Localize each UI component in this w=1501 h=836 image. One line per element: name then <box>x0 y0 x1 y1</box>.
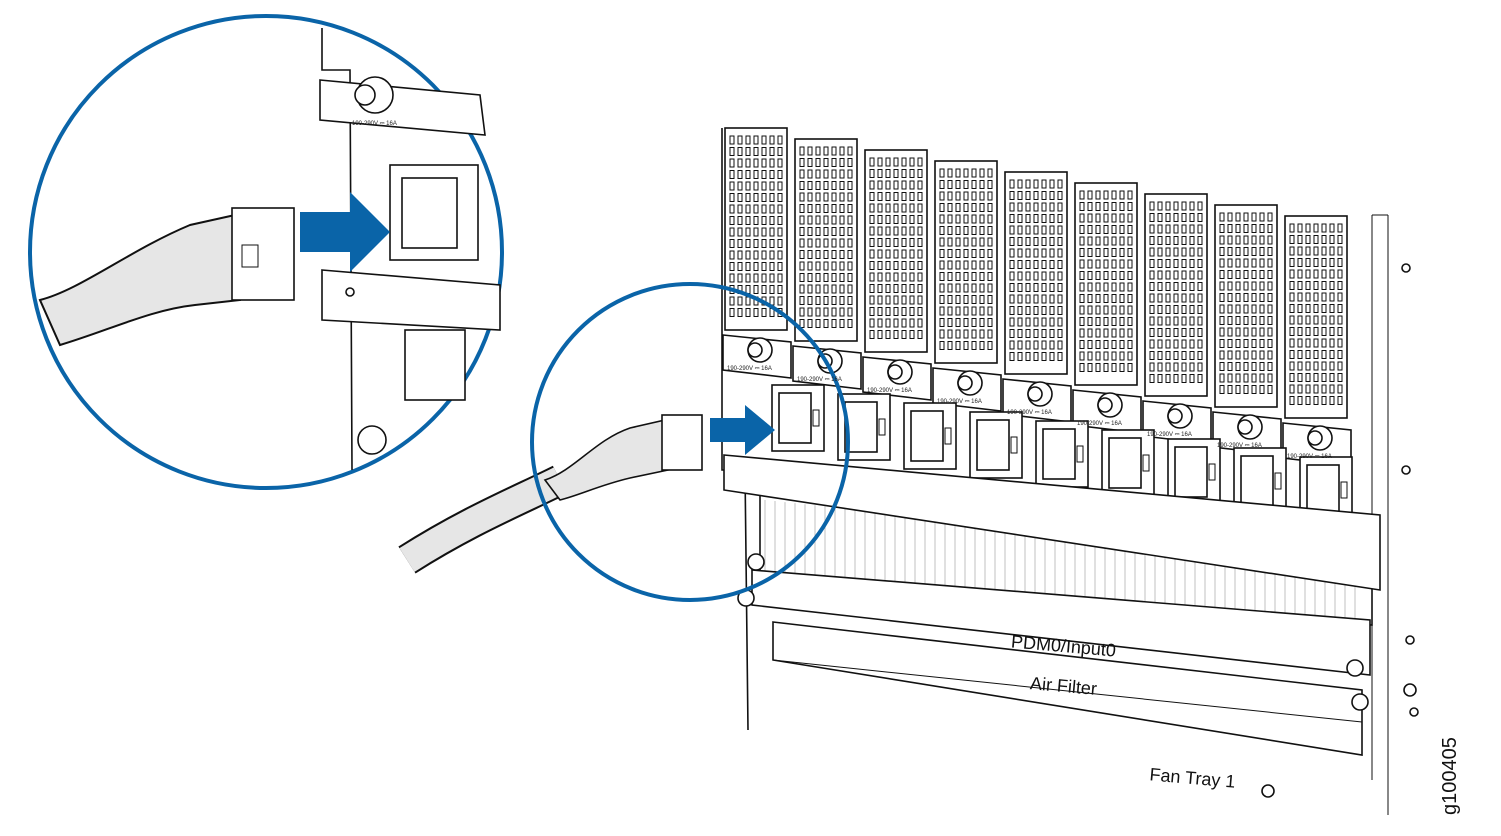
screw-icon <box>1403 683 1417 697</box>
psu-rating-label: 190-290V ⎓ 16A <box>1007 410 1052 416</box>
power-inlet-row <box>771 384 1353 524</box>
power-inlet <box>903 402 957 470</box>
bracket <box>321 269 501 331</box>
power-inlet <box>1167 438 1221 506</box>
psu-rating-label: 190-290V ⎓ 16A <box>352 121 397 127</box>
detail-callout-small <box>530 282 850 602</box>
captive-screw-icon <box>1346 659 1364 677</box>
power-supply <box>792 138 862 390</box>
psu-rating-label: 190-290V ⎓ 16A <box>727 366 772 372</box>
label-panel <box>772 621 1363 756</box>
insert-arrow-icon <box>300 192 390 272</box>
plug-icon <box>543 419 669 501</box>
captive-screw-icon <box>1351 693 1369 711</box>
power-supply <box>1142 193 1212 445</box>
screw-icon <box>1401 263 1411 273</box>
detail-callout-large: 190-290V ⎓ 16A <box>28 14 504 490</box>
psu-rating-label: 190-290V ⎓ 16A <box>797 377 842 383</box>
screw-icon <box>1405 635 1415 645</box>
figure-id: g100405 <box>1439 737 1461 815</box>
insert-arrow-icon <box>710 405 775 455</box>
screw-icon <box>1409 707 1419 717</box>
fan-tray-indicator-icon <box>1261 784 1275 798</box>
psu-rating-label: 190-290V ⎓ 16A <box>867 388 912 394</box>
psu-rating-label: 190-290V ⎓ 16A <box>937 399 982 405</box>
plug-connector-icon <box>661 414 703 471</box>
psu-rating-label: 190-290V ⎓ 16A <box>1287 454 1332 460</box>
psu-rating-label: 190-290V ⎓ 16A <box>1147 432 1192 438</box>
power-supply <box>1072 182 1142 434</box>
power-supply <box>932 160 1002 412</box>
screw-icon <box>1401 465 1411 475</box>
power-supply <box>1212 204 1282 456</box>
plug-connector-icon <box>231 207 295 301</box>
psu-rating-label: 190-290V ⎓ 16A <box>1217 443 1262 449</box>
captive-screw-icon <box>747 553 765 571</box>
cable-management-bar <box>723 454 1381 591</box>
power-supply <box>1282 215 1352 467</box>
fan-tray-label: Fan Tray 1 <box>1149 764 1236 791</box>
power-inlet <box>1035 420 1089 488</box>
power-supply <box>862 149 932 401</box>
power-inlet <box>969 411 1023 479</box>
power-inlet <box>771 384 825 452</box>
power-supply <box>722 127 792 379</box>
power-inlet <box>1101 429 1155 497</box>
psu-rating-label: 190-290V ⎓ 16A <box>1077 421 1122 427</box>
psu-rating-labels: 190-290V ⎓ 16A 190-290V ⎓ 16A 190-290V ⎓ 1… <box>727 366 1332 460</box>
power-supply <box>1002 171 1072 423</box>
